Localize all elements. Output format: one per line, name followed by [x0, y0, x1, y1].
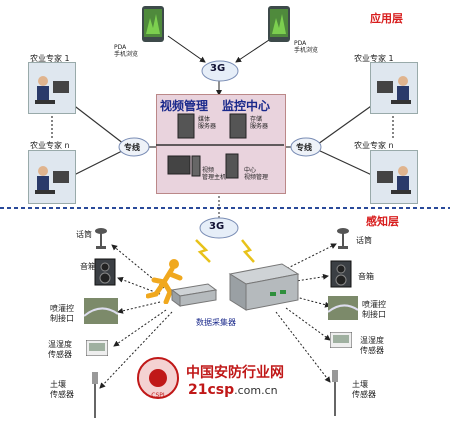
left-soil-label-1: 土壤 — [50, 380, 66, 389]
right-mic-label: 话筒 — [356, 236, 372, 245]
person-at-computer-icon — [371, 151, 417, 203]
person-at-computer-icon — [29, 63, 75, 113]
expert-left-top — [28, 62, 76, 114]
pda-right-device — [266, 4, 292, 44]
svg-text:CSPI: CSPI — [151, 392, 165, 399]
expert-right-bottom — [370, 150, 418, 204]
expert-right-bottom-label: 农业专家 n — [354, 141, 394, 150]
lightning-left — [196, 240, 210, 262]
right-sprinkler-label-1: 喷灌控 — [362, 300, 386, 309]
line-expert-lb — [72, 150, 124, 176]
person-at-computer-icon — [29, 151, 75, 203]
pda-left-label-1: PDA — [114, 44, 126, 51]
mic-icon — [92, 226, 110, 250]
pda-right-label-1: PDA — [294, 40, 306, 47]
line-expert-rb — [318, 150, 374, 176]
expert-right-top-label: 农业专家 1 — [354, 54, 394, 63]
cloud-3g-bottom-label: 3G — [209, 221, 224, 232]
left-soil-label-2: 传感器 — [50, 390, 74, 399]
thermometer-display-icon — [86, 340, 108, 356]
collector-label: 数据采集器 — [196, 318, 236, 327]
server-icon — [226, 154, 238, 178]
pda-icon — [266, 4, 292, 44]
center-video-label-1: 中心 — [244, 167, 256, 174]
expert-right-top — [370, 62, 418, 114]
cloud-3g-top-label: 3G — [210, 63, 225, 74]
right-speaker-label: 音箱 — [358, 272, 374, 281]
expert-left-bottom-label: 农业专家 n — [30, 141, 70, 150]
video-host-label-1: 视频 — [202, 167, 214, 174]
soil-probe-icon — [90, 372, 100, 418]
storage-server-icon — [230, 114, 246, 138]
mic-icon — [334, 226, 352, 250]
media-server-label-2: 服务器 — [198, 123, 216, 130]
line-left-label: 专线 — [124, 143, 140, 152]
left-temp-label-2: 传感器 — [48, 350, 72, 359]
right-temp-label-2: 传感器 — [360, 346, 384, 355]
line-expert-lt — [72, 104, 124, 144]
collector-device-icon — [168, 282, 218, 308]
arrow-left-temp — [114, 310, 166, 346]
pda-left-device — [140, 4, 166, 44]
pda-left-label-2: 手机浏览 — [114, 51, 138, 58]
media-server-icon — [178, 114, 194, 138]
collector-left — [168, 282, 218, 308]
brand-url[interactable]: 21csp.com.cn — [188, 382, 278, 398]
video-host-label-2: 管理主机 — [202, 174, 226, 181]
brand-url-suffix: .com.cn — [234, 384, 278, 397]
pda-right-label-2: 手机浏览 — [294, 47, 318, 54]
right-soil-label-2: 传感器 — [352, 390, 376, 399]
collector-device-icon — [226, 262, 300, 314]
line-right-label: 专线 — [296, 143, 312, 152]
sprinkler-icon — [84, 298, 118, 324]
monitor-icon — [168, 156, 190, 174]
soil-probe-icon — [330, 370, 340, 416]
application-layer-label: 应用层 — [370, 10, 403, 26]
left-sprinkler-label-1: 喷灌控 — [50, 304, 74, 313]
right-soil-label-1: 土壤 — [352, 380, 368, 389]
arrow-right-soil — [276, 312, 330, 382]
storage-server-label-1: 存储 — [250, 116, 262, 123]
sprinkler-icon — [328, 296, 358, 320]
pc-tower-icon — [192, 156, 200, 176]
right-sprinkler-label-2: 制接口 — [362, 310, 386, 319]
expert-left-top-label: 农业专家 1 — [30, 54, 70, 63]
storage-server-label-2: 服务器 — [250, 123, 268, 130]
left-speaker-label: 音箱 — [80, 262, 96, 271]
line-expert-rt — [318, 104, 374, 144]
pda-icon — [140, 4, 166, 44]
left-sprinkler-label-2: 制接口 — [50, 314, 74, 323]
left-temp-label-1: 温湿度 — [48, 340, 72, 349]
person-at-computer-icon — [371, 63, 417, 113]
speaker-icon — [94, 258, 116, 286]
sensing-layer-label: 感知层 — [366, 213, 399, 229]
collector-right — [226, 262, 300, 314]
speaker-icon — [330, 260, 352, 288]
media-server-label-1: 媒体 — [198, 116, 210, 123]
right-temp-label-1: 温湿度 — [360, 336, 384, 345]
center-video-label-2: 视频管理 — [244, 174, 268, 181]
expert-left-bottom — [28, 150, 76, 204]
left-mic-label: 话筒 — [76, 230, 92, 239]
brand-name: 中国安防行业网 — [186, 362, 284, 382]
brand-url-main: 21csp — [188, 382, 234, 398]
thermometer-display-icon — [330, 332, 352, 348]
lightning-right — [242, 240, 254, 262]
brand-badge-icon: CSPI — [136, 356, 180, 400]
